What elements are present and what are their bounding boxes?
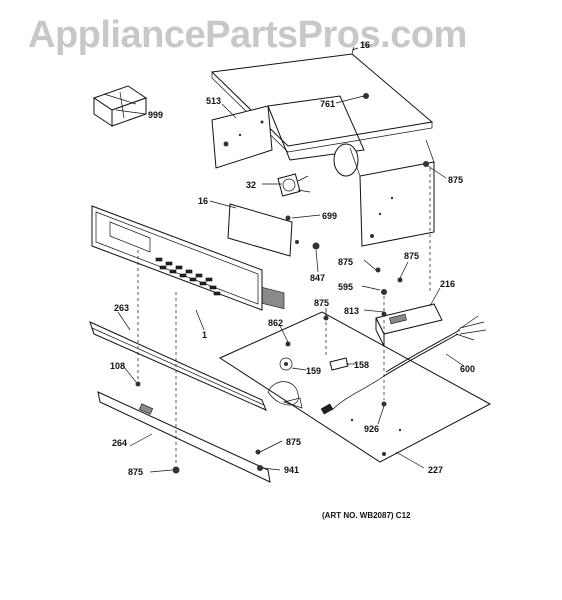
callout-159: 159 bbox=[306, 366, 321, 376]
callout-875-a: 875 bbox=[448, 175, 463, 185]
callout-999: 999 bbox=[148, 110, 163, 120]
alignment-lines bbox=[137, 250, 385, 466]
callout-1: 1 bbox=[202, 330, 207, 340]
part-999-box bbox=[92, 85, 148, 127]
keypad-buttons bbox=[155, 257, 221, 296]
callout-941: 941 bbox=[284, 465, 299, 475]
callout-16-top: 16 bbox=[360, 40, 370, 50]
callout-875-f: 875 bbox=[128, 467, 143, 477]
part-1-control-panel bbox=[91, 205, 263, 311]
watermark: AppliancePartsPros.com bbox=[28, 14, 467, 56]
callout-699: 699 bbox=[322, 211, 337, 221]
part-264-lower-trim bbox=[97, 391, 271, 483]
part-513-side-panel bbox=[211, 105, 273, 169]
callout-847: 847 bbox=[310, 273, 325, 283]
part-600-wire-harness bbox=[320, 315, 487, 415]
callout-263: 263 bbox=[114, 303, 129, 313]
callout-875-b: 875 bbox=[338, 257, 353, 267]
part-159-bracket bbox=[279, 357, 293, 371]
part-32-fan-motor bbox=[277, 173, 311, 197]
callout-513: 513 bbox=[206, 96, 221, 106]
leader-lines bbox=[115, 47, 465, 473]
callout-862: 862 bbox=[268, 318, 283, 328]
callout-875-e: 875 bbox=[286, 437, 301, 447]
callout-108: 108 bbox=[110, 361, 125, 371]
callout-32: 32 bbox=[246, 180, 256, 190]
chassis-frame bbox=[267, 95, 435, 292]
callout-16-left: 16 bbox=[198, 196, 208, 206]
callout-761: 761 bbox=[320, 99, 335, 109]
callout-813: 813 bbox=[344, 306, 359, 316]
part-216-cover bbox=[375, 303, 443, 347]
callout-labels: 999 16 513 761 875 32 16 699 847 875 875… bbox=[110, 40, 475, 477]
callout-227: 227 bbox=[428, 465, 443, 475]
callout-875-c: 875 bbox=[404, 251, 419, 261]
callout-600: 600 bbox=[460, 364, 475, 374]
callout-875-d: 875 bbox=[314, 298, 329, 308]
callout-158: 158 bbox=[354, 360, 369, 370]
callout-216: 216 bbox=[440, 279, 455, 289]
art-number: (ART NO. WB2087) C12 bbox=[322, 511, 411, 520]
callout-595: 595 bbox=[338, 282, 353, 292]
part-263-trim bbox=[89, 321, 267, 411]
screws bbox=[135, 93, 429, 474]
part-227-bottom-plate bbox=[218, 311, 492, 463]
callout-926: 926 bbox=[364, 424, 379, 434]
part-158-bracket bbox=[329, 357, 349, 371]
callout-264: 264 bbox=[112, 438, 127, 448]
